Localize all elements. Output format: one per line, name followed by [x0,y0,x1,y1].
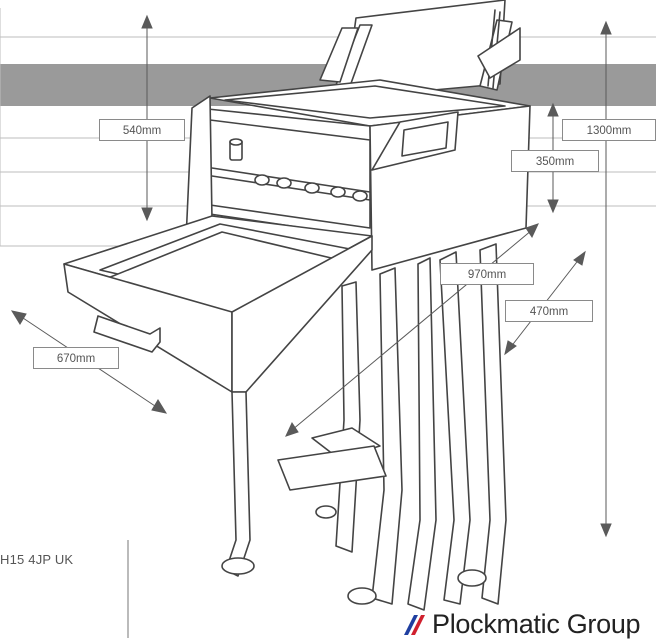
dimension-label-470: 470mm [505,300,593,322]
plockmatic-logo-icon [404,615,425,635]
dimension-label-1300: 1300mm [562,119,656,141]
dimension-label-350: 350mm [511,150,599,172]
dimension-label-970: 970mm [440,263,534,285]
brand-name: Plockmatic Group [432,608,641,639]
address-text: H15 4JP UK [0,552,74,567]
brand-logo-block: Plockmatic Group [402,608,641,640]
dimension-label-540: 540mm [99,119,185,141]
dimension-label-670: 670mm [33,347,119,369]
